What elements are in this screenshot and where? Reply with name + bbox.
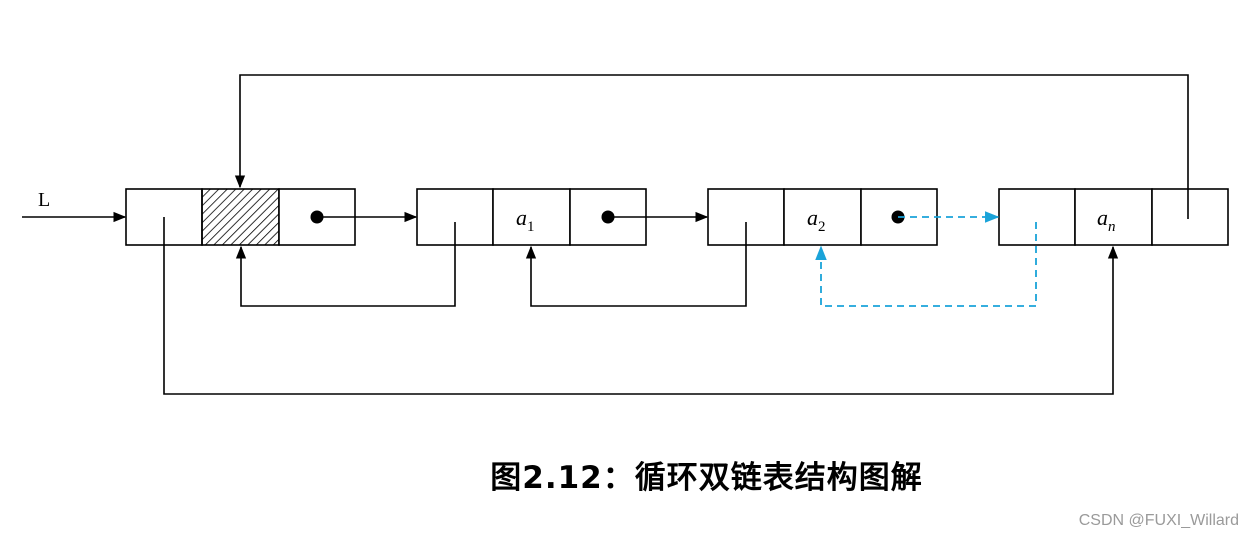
prior-link-a2-to-a1: [525, 222, 747, 307]
head-pointer-label: L: [38, 189, 50, 211]
circular-prior-link-head-to-an: [163, 217, 1119, 395]
node-a2-data-field: [783, 188, 862, 246]
node-a1-data-field: [492, 188, 571, 246]
node-an-data-field: [1074, 188, 1153, 246]
prior-link-an-to-a2-dashed: [815, 222, 1037, 307]
prior-link-a1-to-head: [235, 222, 456, 307]
node-an: an: [998, 188, 1229, 246]
node-an-data-label: an: [1097, 205, 1116, 235]
node-a2-data-label: a2: [807, 205, 826, 235]
watermark: CSDN @FUXI_Willard: [1078, 512, 1239, 529]
node-an-next-field: [1151, 188, 1229, 246]
node-a1-data-label: a1: [516, 205, 535, 235]
figure-caption: 图2.12：循环双链表结构图解: [490, 460, 923, 496]
circular-next-link-an-to-head: [234, 74, 1189, 219]
node-a1: a1: [416, 188, 647, 246]
node-an-prior-field: [998, 188, 1076, 246]
head-node-data-field-hatched: [201, 188, 280, 246]
